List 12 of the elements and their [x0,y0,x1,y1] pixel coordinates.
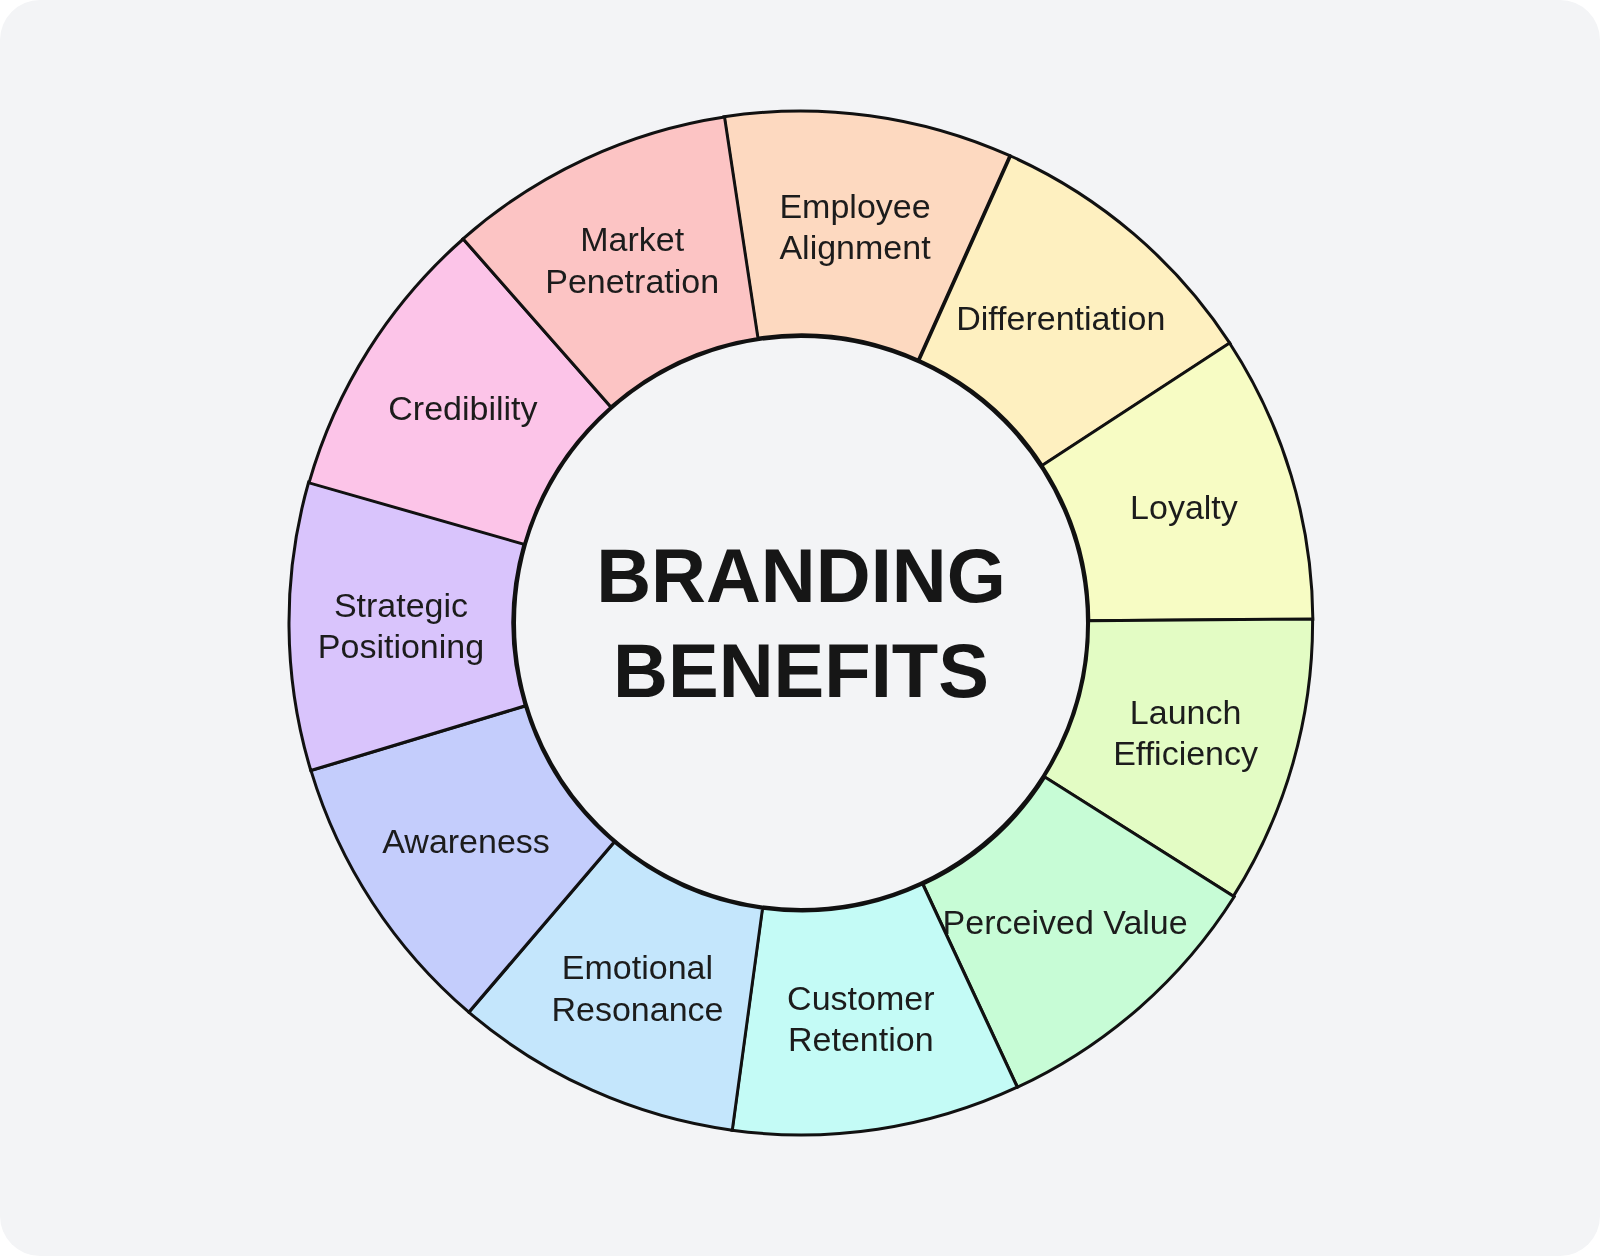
segment-label: Employee Alignment [778,185,932,268]
segment-label: Perceived Value [941,902,1189,944]
segment-label: Credibility [387,388,539,430]
segment-label: Differentiation [955,298,1167,340]
segment-label: Launch Efficiency [1112,691,1260,774]
center-title: BRANDING BENEFITS [595,532,1007,715]
segment-label: Market Penetration [544,218,721,302]
segment-label: Awareness [381,820,551,862]
segment-label: Loyalty [1129,486,1239,528]
segment-label: Emotional Resonance [550,946,725,1030]
segment-label: Customer Retention [786,977,936,1060]
segment-label: Strategic Positioning [316,584,486,667]
